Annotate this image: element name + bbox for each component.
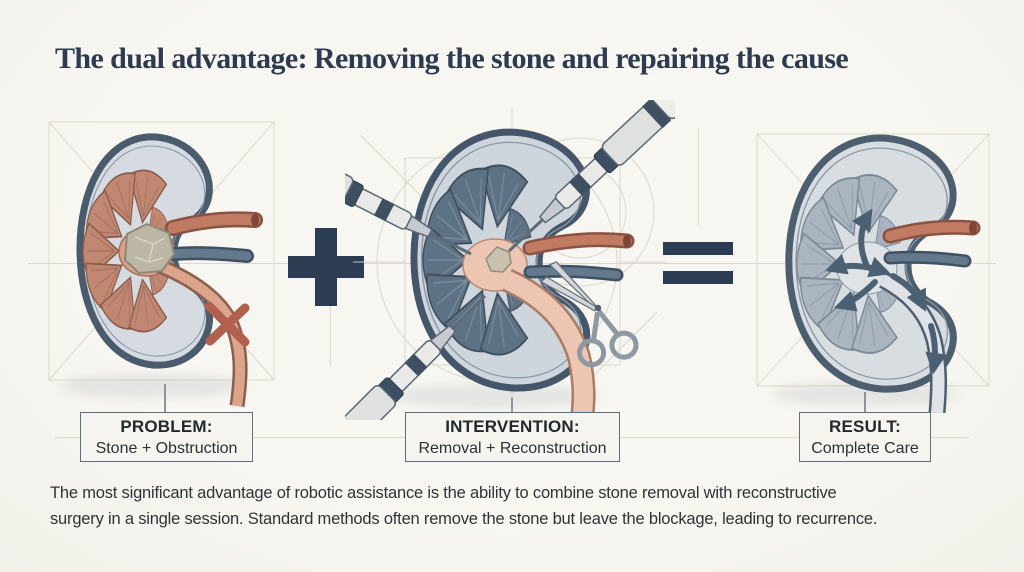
kidney-stone-icon (485, 246, 512, 273)
kidney-shadow (61, 374, 245, 398)
renal-vein (523, 264, 624, 282)
plus-icon (288, 228, 364, 306)
renal-artery (522, 232, 635, 256)
scissors-icon (539, 261, 639, 368)
renal-vein (166, 246, 254, 263)
intervention-kidney-illustration (345, 100, 675, 420)
intervention-caption-box: INTERVENTION: Removal + Reconstruction (405, 412, 620, 462)
flow-arrows-icon (824, 208, 947, 375)
result-caption-title: RESULT: (829, 416, 901, 436)
intervention-caption-title: INTERVENTION: (445, 416, 580, 436)
kidney-shadow (390, 384, 600, 408)
caption-connector-line (164, 384, 166, 412)
renal-vein (883, 250, 972, 268)
footer-line-2: surgery in a single session. Standard me… (50, 510, 878, 528)
vertical-guide-line (698, 128, 699, 226)
renal-artery (882, 219, 981, 244)
result-kidney-illustration (756, 133, 990, 413)
page-title: The dual advantage: Removing the stone a… (55, 42, 849, 75)
equals-icon (663, 242, 733, 284)
result-caption-box: RESULT: Complete Care (799, 412, 931, 462)
renal-artery (165, 211, 263, 236)
caption-connector-line (864, 392, 866, 412)
vertical-guide-line (330, 300, 331, 366)
caption-connector-line (511, 398, 513, 412)
problem-caption-box: PROBLEM: Stone + Obstruction (80, 412, 253, 462)
problem-caption-subtitle: Stone + Obstruction (95, 439, 238, 457)
footer-paragraph: The most significant advantage of roboti… (50, 480, 1000, 532)
result-caption-subtitle: Complete Care (811, 439, 919, 457)
obstruction-x-icon (204, 301, 250, 347)
footer-line-1: The most significant advantage of roboti… (50, 484, 837, 502)
problem-caption-title: PROBLEM: (120, 416, 213, 436)
intervention-caption-subtitle: Removal + Reconstruction (418, 439, 607, 457)
problem-kidney-illustration (48, 121, 275, 408)
kidney-stone-icon (123, 222, 176, 275)
